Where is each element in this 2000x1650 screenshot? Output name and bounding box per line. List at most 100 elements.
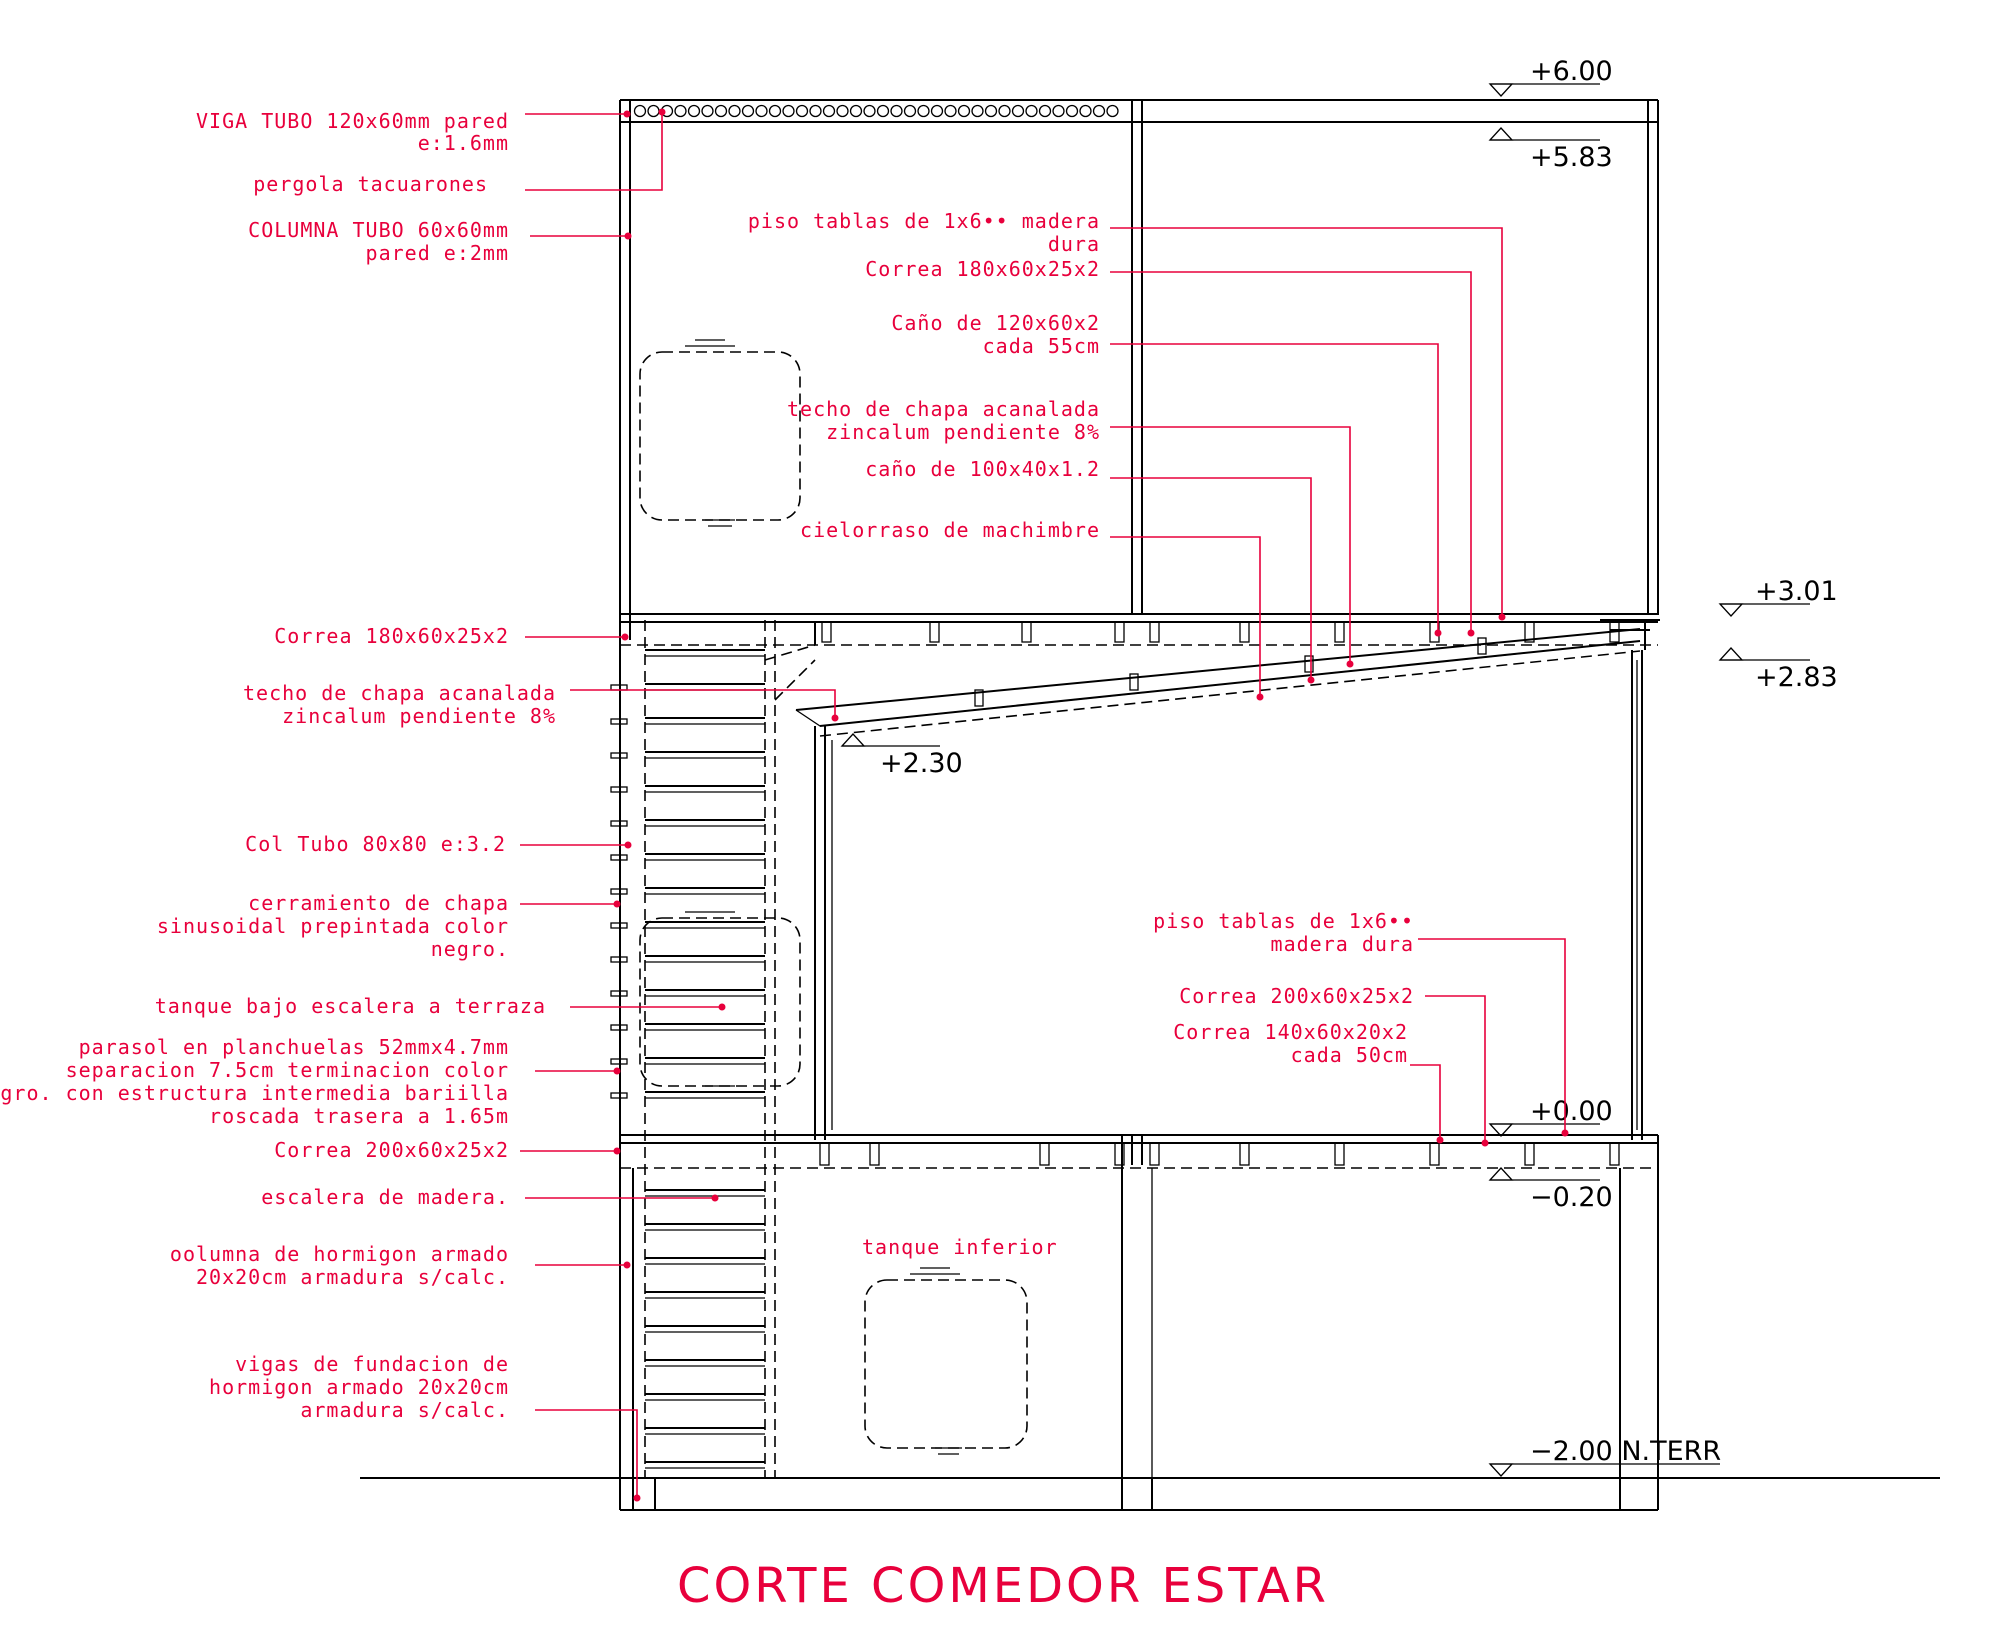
note-viga-line2: e:1.6mm — [418, 131, 509, 155]
note-correa-140-line1: Correa 140x60x20x2 — [1173, 1020, 1408, 1044]
pergola-tube — [633, 104, 647, 118]
joist-lower — [819, 1142, 830, 1166]
note-cerramiento-line2: sinusoidal prepintada color — [157, 914, 509, 938]
parasol-slat — [610, 786, 628, 793]
parasol-slat — [610, 820, 628, 827]
pergola-tube — [1052, 104, 1065, 118]
pergola-tube — [647, 104, 660, 118]
pergola-tube — [674, 104, 687, 118]
parasol-slat — [610, 718, 628, 725]
joist-upper — [1149, 621, 1160, 643]
pergola-tube — [782, 104, 795, 118]
joist-upper — [1609, 621, 1620, 643]
pergola-tube — [1038, 104, 1052, 118]
parasol-slat — [610, 1058, 628, 1065]
joist-upper — [1114, 621, 1125, 643]
stair-treads — [645, 649, 765, 1469]
joist-lower — [1039, 1142, 1050, 1166]
joist-lower — [1114, 1142, 1125, 1166]
note-columna-line1: COLUMNA TUBO 60x60mm — [248, 218, 509, 242]
pergola-tube — [1092, 104, 1106, 118]
pergola-tube — [1011, 104, 1025, 118]
joist-lower — [1429, 1142, 1440, 1166]
pergola-tube — [890, 104, 903, 118]
note-piso-bottom-line1: piso tablas de 1x6•• — [1153, 909, 1414, 933]
note-techo-line1: techo de chapa acanalada — [243, 681, 556, 705]
joist-lower — [1239, 1142, 1250, 1166]
pergola-tube — [1065, 104, 1079, 118]
annotations-left: VIGA TUBO 120x60mm pared e:1.6mm pergola… — [0, 109, 556, 1422]
note-piso-line2: dura — [1048, 232, 1100, 256]
note-correa-140-line2: cada 50cm — [1291, 1043, 1408, 1067]
note-correa-200: Correa 200x60x25x2 — [274, 1138, 509, 1162]
note-techo-right-line2: zincalum pendiente 8% — [826, 420, 1100, 444]
pergola-tube — [795, 104, 809, 118]
note-cano-100: caño de 100x40x1.2 — [865, 457, 1100, 481]
level-230: +2.30 — [840, 733, 963, 779]
level-283: +2.83 — [1718, 647, 1838, 693]
pergola-tube — [1079, 104, 1092, 118]
level-000: +0.00 — [1488, 1096, 1613, 1137]
pergola-tube — [917, 104, 930, 118]
annotations-right: piso tablas de 1x6•• madera dura Correa … — [748, 209, 1414, 1259]
parasol-slat — [610, 1092, 628, 1099]
pergola-tube — [809, 104, 822, 118]
parasol-slat — [610, 752, 628, 759]
parasol-slat — [610, 922, 628, 929]
svg-text:+6.00: +6.00 — [1530, 56, 1613, 87]
note-pergola: pergola tacuarones — [253, 172, 488, 196]
note-cano-line2: cada 55cm — [983, 334, 1100, 358]
svg-text:+3.01: +3.01 — [1755, 576, 1838, 607]
joist-upper — [1524, 621, 1535, 643]
parasol-slat — [610, 956, 628, 963]
pergola-tube — [1106, 104, 1119, 118]
joist-upper — [929, 621, 940, 643]
pergola-tube — [944, 104, 957, 118]
joist-lower — [1524, 1142, 1535, 1166]
drawing-title: CORTE COMEDOR ESTAR — [677, 1558, 1329, 1614]
pergola-tube — [1025, 104, 1038, 118]
parasol-slat — [610, 854, 628, 861]
joist-lower — [1609, 1142, 1620, 1166]
note-cielorraso: cielorraso de machimbre — [800, 518, 1100, 542]
svg-text:−0.20: −0.20 — [1530, 1182, 1613, 1213]
level-marks: +6.00 +5.83 +3.01 +2.83 +2.30 +0.00 −0.2… — [840, 56, 1838, 1477]
level-583: +5.83 — [1488, 127, 1613, 173]
pergola-tube — [984, 104, 998, 118]
roof-purlin — [1304, 655, 1314, 673]
pergola-tube — [998, 104, 1011, 118]
note-escalera: escalera de madera. — [261, 1185, 509, 1209]
tank-lower — [864, 1267, 1028, 1455]
pergola-tube — [903, 104, 917, 118]
svg-text:+0.00: +0.00 — [1530, 1096, 1613, 1127]
note-viga-line1: VIGA TUBO 120x60mm pared — [196, 109, 509, 133]
note-columna-line2: pared e:2mm — [366, 241, 509, 265]
joist-upper — [1239, 621, 1250, 643]
pergola-tube — [714, 104, 728, 118]
note-vigas-line1: vigas de fundacion de — [235, 1352, 509, 1376]
pergola-tacuarones — [633, 104, 1119, 118]
note-cerramiento-line3: negro. — [431, 937, 509, 961]
svg-text:+2.83: +2.83 — [1755, 662, 1838, 693]
leader-lines — [520, 108, 1569, 1502]
note-piso-bottom-line2: madera dura — [1271, 932, 1414, 956]
pergola-tube — [822, 104, 836, 118]
pergola-tube — [849, 104, 863, 118]
parasol-slat — [610, 990, 628, 997]
roof-purlin — [1477, 637, 1487, 655]
joist-lower — [1334, 1142, 1345, 1166]
note-techo-line2: zincalum pendiente 8% — [282, 704, 556, 728]
note-cano-line1: Caño de 120x60x2 — [891, 311, 1100, 335]
note-parasol-line4: roscada trasera a 1.65m — [209, 1104, 509, 1128]
level-600: +6.00 — [1488, 56, 1613, 97]
note-correa-180: Correa 180x60x25x2 — [274, 624, 509, 648]
note-col-tubo: Col Tubo 80x80 e:3.2 — [245, 832, 506, 856]
note-cerramiento-line1: cerramiento de chapa — [248, 891, 509, 915]
note-vigas-line3: armadura s/calc. — [300, 1398, 509, 1422]
pergola-tube — [741, 104, 755, 118]
note-correa-180-right: Correa 180x60x25x2 — [865, 257, 1100, 281]
pergola-tube — [755, 104, 768, 118]
tank-under-stair — [639, 911, 801, 1087]
note-parasol-line1: parasol en planchuelas 52mmx4.7mm — [79, 1035, 509, 1059]
note-parasol-line2: separacion 7.5cm terminacion color — [66, 1058, 509, 1082]
